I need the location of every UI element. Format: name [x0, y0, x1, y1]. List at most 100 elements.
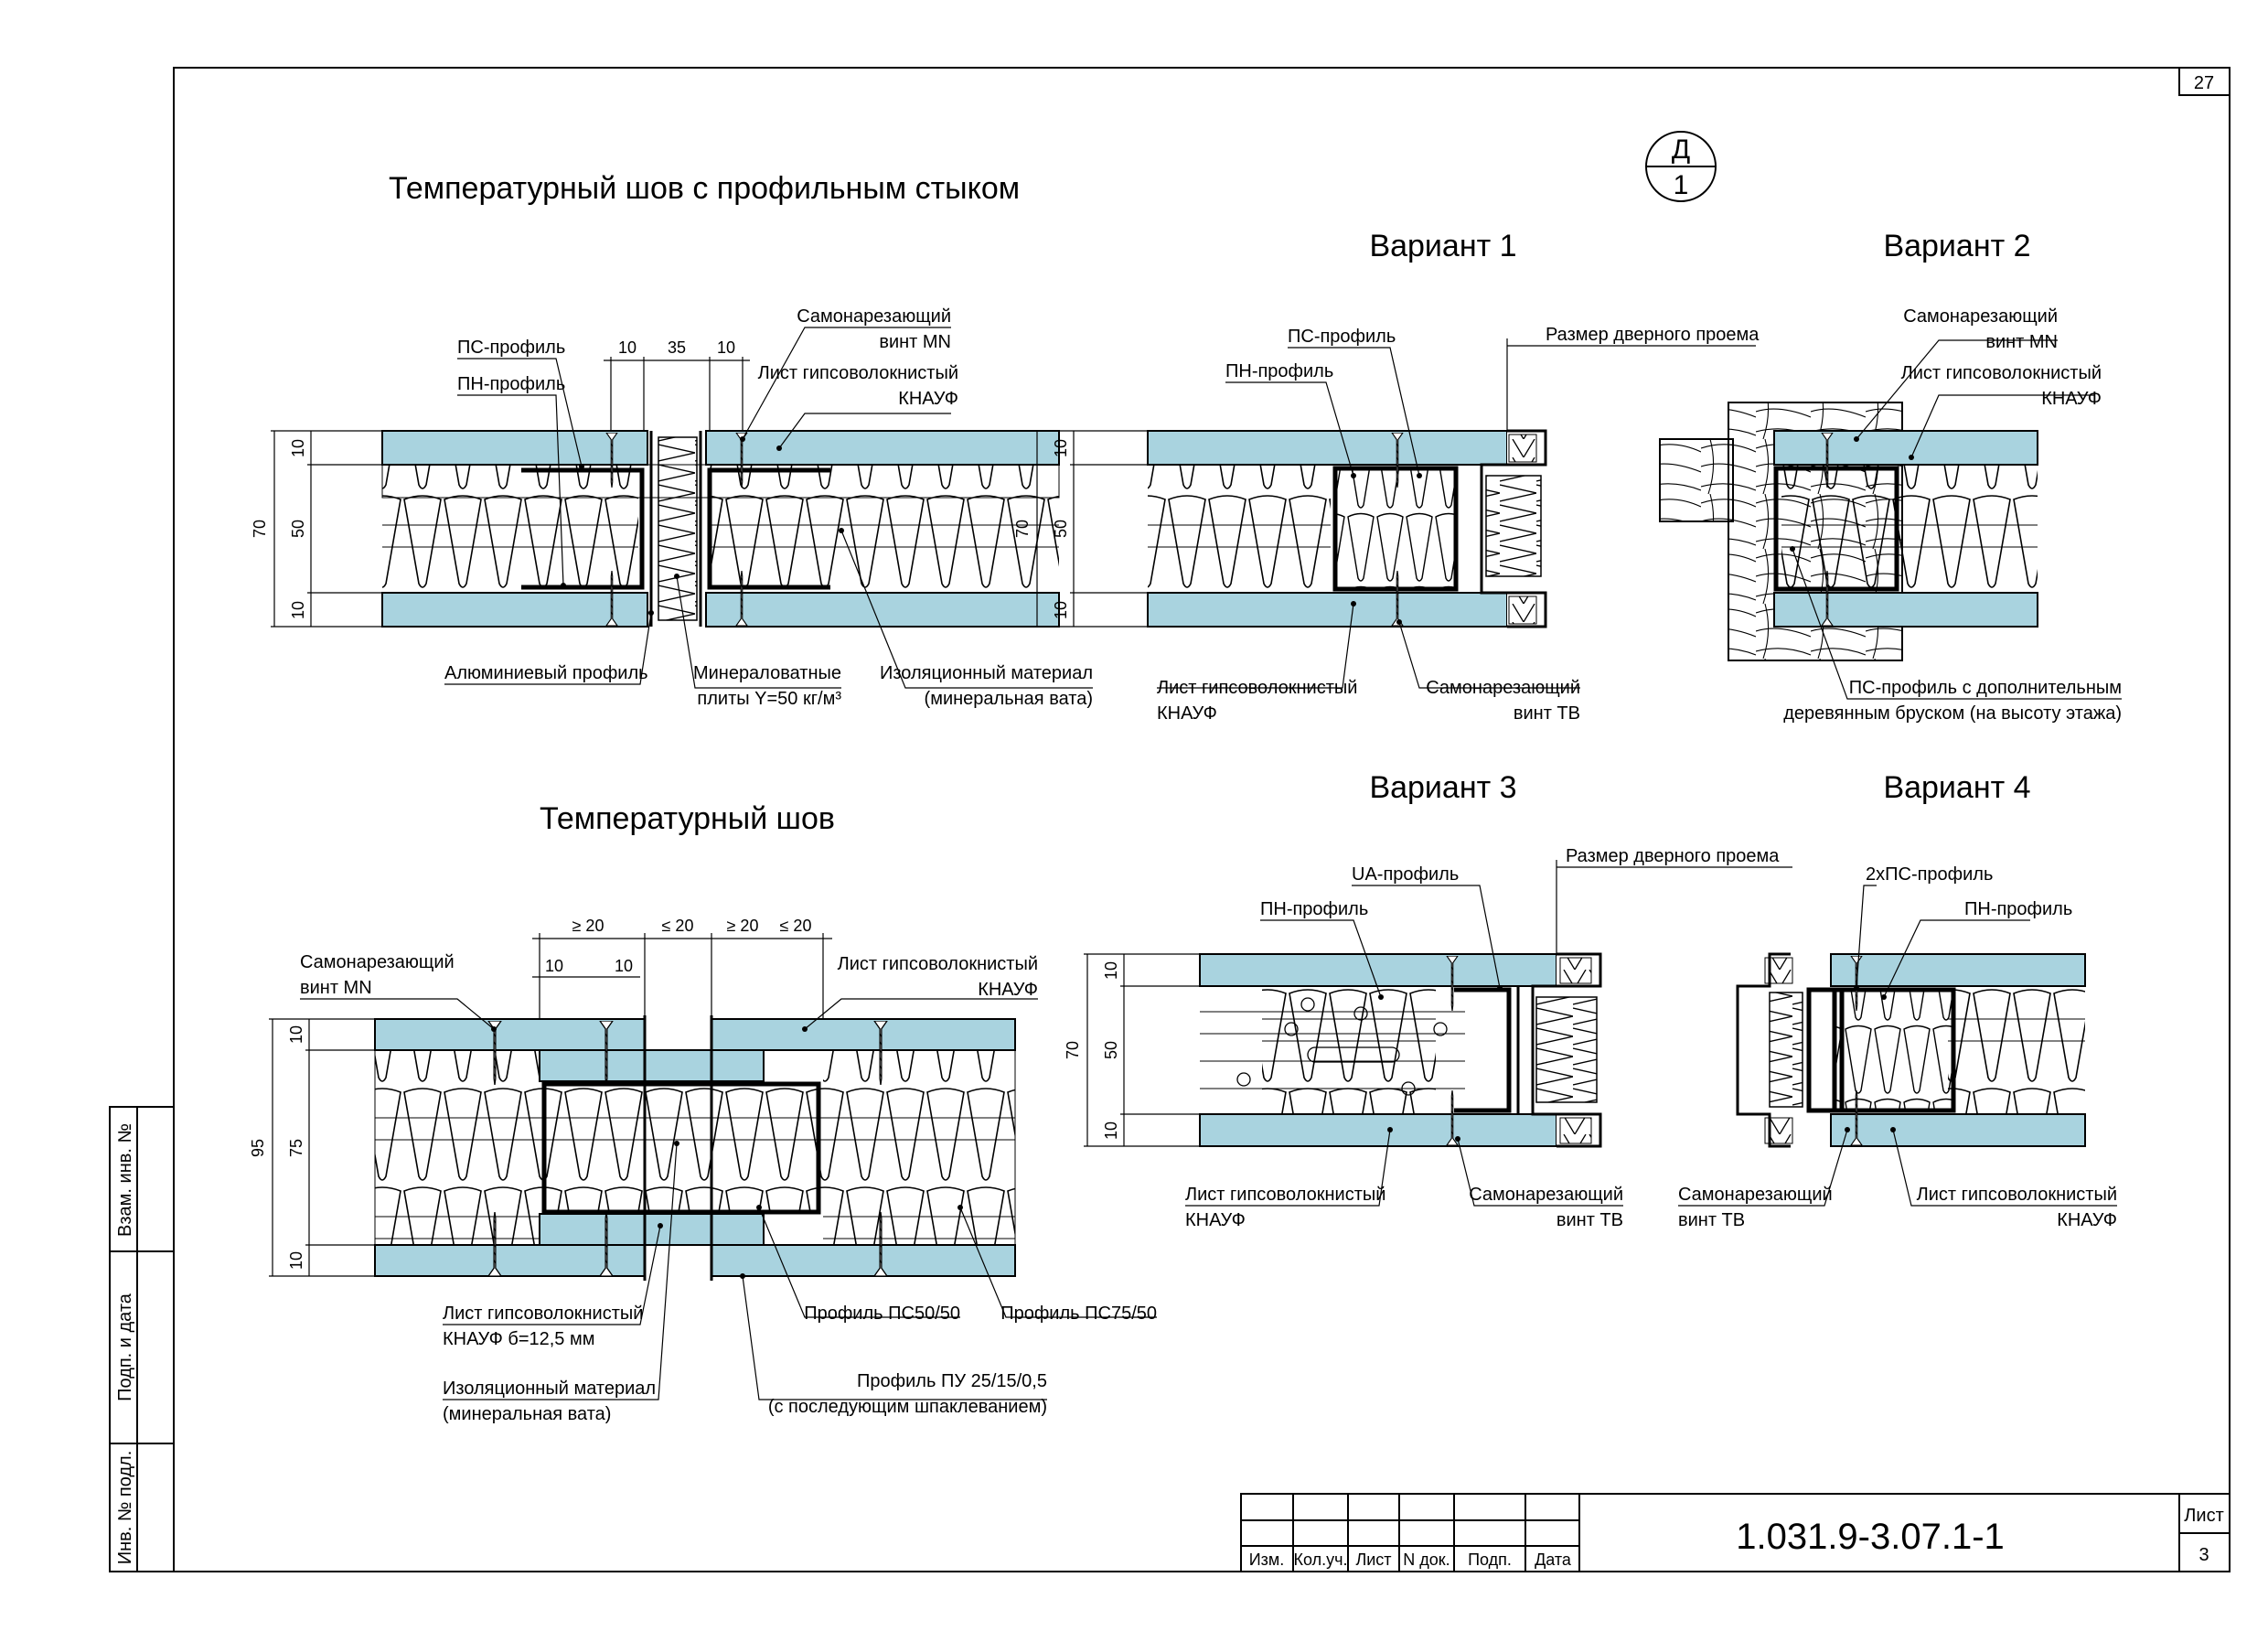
- th-label-sheet-top-2: КНАУФ: [978, 980, 1038, 1000]
- drawing-thermal: 95 75 10 10 ≥ 20 ≤ 20 ≥ 20 ≤ 20 10 10 Са…: [249, 917, 1157, 1424]
- marker-top: Д: [1672, 134, 1690, 165]
- pj-dim-35: 35: [668, 338, 686, 357]
- v1-dim-70: 70: [1013, 520, 1032, 538]
- tb-koluch: Кол.уч.: [1294, 1551, 1348, 1569]
- v4-label-sheet-1: Лист гипсоволокнистый: [1917, 1185, 2117, 1205]
- stamp-inv: Инв. № подл.: [115, 1451, 135, 1565]
- v4-label-screw-1: Самонарезающий: [1678, 1185, 1833, 1205]
- th-dim-l20a: ≤ 20: [662, 917, 694, 935]
- v1-label-screw-1: Самонарезающий: [1426, 678, 1580, 698]
- pj-dim-10a: 10: [618, 338, 637, 357]
- v1-dim-50: 50: [1052, 520, 1070, 538]
- v3-label-door: Размер дверного проема: [1566, 846, 1780, 866]
- th-label-iso-2: (минеральная вата): [443, 1404, 611, 1424]
- th-dim-g20b: ≥ 20: [727, 917, 759, 935]
- list-number: 3: [2198, 1545, 2209, 1565]
- title-v1: Вариант 1: [1369, 229, 1516, 263]
- pj-label-ps: ПС-профиль: [457, 338, 565, 358]
- th-label-sheet-1: Лист гипсоволокнистый: [443, 1304, 643, 1324]
- th-dim-75: 75: [287, 1139, 305, 1157]
- v4-label-ps2: 2хПС-профиль: [1866, 864, 1993, 885]
- section-marker: Д 1: [1645, 131, 1717, 202]
- pj-label-alu: Алюминиевый профиль: [444, 663, 648, 683]
- tb-podp: Подп.: [1468, 1551, 1512, 1569]
- title-profile-joint: Температурный шов с профильным стыком: [389, 171, 1020, 206]
- list-label: Лист: [2184, 1506, 2223, 1526]
- v4-label-pn: ПН-профиль: [1964, 899, 2072, 919]
- pj-dim-10b2: 10: [717, 338, 735, 357]
- stamp-vzam: Взам. инв. №: [115, 1123, 135, 1237]
- v3-dim-10b: 10: [1102, 1121, 1120, 1140]
- v1-label-sheet-2: КНАУФ: [1157, 703, 1217, 724]
- sheet-frame: [109, 67, 2231, 1572]
- title-block: [1240, 1493, 2231, 1572]
- v3-label-pn: ПН-профиль: [1260, 899, 1368, 919]
- drawing-v2: Самонарезающий винт MN Лист гипсоволокни…: [1659, 306, 2122, 724]
- v3-label-screw-1: Самонарезающий: [1469, 1185, 1623, 1205]
- drawing-v3: 70 50 10 10 UA-профиль ПН-профиль Размер…: [1064, 846, 1792, 1230]
- pj-label-sheet-1: Лист гипсоволокнистый: [758, 363, 958, 383]
- v3-dim-10t: 10: [1102, 961, 1120, 980]
- th-label-screw-1: Самонарезающий: [300, 952, 455, 972]
- doc-code: 1.031.9-3.07.1-1: [1736, 1517, 2005, 1557]
- tb-list: Лист: [1355, 1551, 1391, 1569]
- v2-label-ps-1: ПС-профиль с дополнительным: [1849, 678, 2122, 698]
- v2-label-ps-2: деревянным бруском (на высоту этажа): [1783, 703, 2122, 724]
- title-v2: Вариант 2: [1883, 229, 2030, 263]
- pj-dim-70: 70: [251, 520, 269, 538]
- pj-dim-50: 50: [289, 520, 307, 538]
- pj-label-sheet-2: КНАУФ: [898, 389, 958, 409]
- v1-label-ps: ПС-профиль: [1288, 327, 1396, 347]
- v1-label-door: Размер дверного проема: [1546, 325, 1760, 345]
- v4-label-sheet-2: КНАУФ: [2057, 1210, 2117, 1230]
- drawing-v1: 70 50 10 10 ПС-профиль ПН-профиль Размер…: [1013, 325, 1760, 724]
- th-dim-10t: 10: [287, 1025, 305, 1044]
- v2-label-screw-1: Самонарезающий: [1903, 306, 2058, 327]
- th-label-iso-1: Изоляционный материал: [443, 1379, 656, 1399]
- sheet-top-number: 27: [2194, 73, 2214, 93]
- title-v4: Вариант 4: [1883, 770, 2030, 805]
- pj-label-screw-2: винт MN: [879, 332, 951, 352]
- pj-dim-10t: 10: [289, 439, 307, 457]
- drawing-v4: 2хПС-профиль ПН-профиль Самонарезающий в…: [1678, 864, 2117, 1230]
- v3-dim-70: 70: [1064, 1041, 1082, 1059]
- tb-izm: Изм.: [1249, 1551, 1285, 1569]
- v1-label-screw-2: винт ТВ: [1514, 703, 1580, 724]
- v2-label-screw-2: винт MN: [1985, 332, 2058, 352]
- title-v3: Вариант 3: [1369, 770, 1516, 805]
- v2-label-sheet-2: КНАУФ: [2041, 389, 2102, 409]
- pj-label-screw-1: Самонарезающий: [797, 306, 951, 327]
- th-dim-10b2: 10: [615, 957, 633, 975]
- v4-label-screw-2: винт ТВ: [1678, 1210, 1745, 1230]
- th-label-pu-2: (с последующим шпаклеванием): [768, 1397, 1047, 1417]
- pj-label-iso-1: Изоляционный материал: [880, 663, 1093, 683]
- v1-label-pn: ПН-профиль: [1225, 361, 1333, 381]
- v1-dim-10t: 10: [1052, 439, 1070, 457]
- title-thermal: Температурный шов: [540, 801, 835, 836]
- v1-label-sheet-1: Лист гипсоволокнистый: [1157, 678, 1357, 698]
- v2-label-sheet-1: Лист гипсоволокнистый: [1901, 363, 2102, 383]
- tb-data: Дата: [1535, 1551, 1572, 1569]
- th-dim-g20a: ≥ 20: [572, 917, 604, 935]
- pj-label-mw-1: Минераловатные: [693, 663, 841, 683]
- pj-label-iso-2: (минеральная вата): [925, 689, 1093, 709]
- v3-label-sheet-2: КНАУФ: [1185, 1210, 1246, 1230]
- th-label-ps75: Профиль ПС75/50: [1000, 1304, 1157, 1324]
- th-dim-95: 95: [249, 1139, 267, 1157]
- stamp-podp: Подп. и дата: [115, 1293, 135, 1401]
- v3-label-screw-2: винт ТВ: [1557, 1210, 1623, 1230]
- pj-label-mw-2: плиты Y=50 кг/м³: [697, 689, 841, 709]
- v3-dim-50: 50: [1102, 1041, 1120, 1059]
- v1-dim-10b: 10: [1052, 601, 1070, 619]
- tb-ndok: N док.: [1403, 1551, 1450, 1569]
- th-label-sheet-2: КНАУФ б=12,5 мм: [443, 1329, 594, 1349]
- th-label-ps50: Профиль ПС50/50: [804, 1304, 960, 1324]
- pj-label-pn: ПН-профиль: [457, 374, 565, 394]
- v3-label-sheet-1: Лист гипсоволокнистый: [1185, 1185, 1385, 1205]
- th-dim-10a: 10: [545, 957, 563, 975]
- marker-bottom: 1: [1674, 170, 1689, 200]
- th-label-screw-2: винт MN: [300, 978, 372, 998]
- th-label-pu-1: Профиль ПУ 25/15/0,5: [857, 1371, 1047, 1391]
- th-dim-10b: 10: [287, 1251, 305, 1270]
